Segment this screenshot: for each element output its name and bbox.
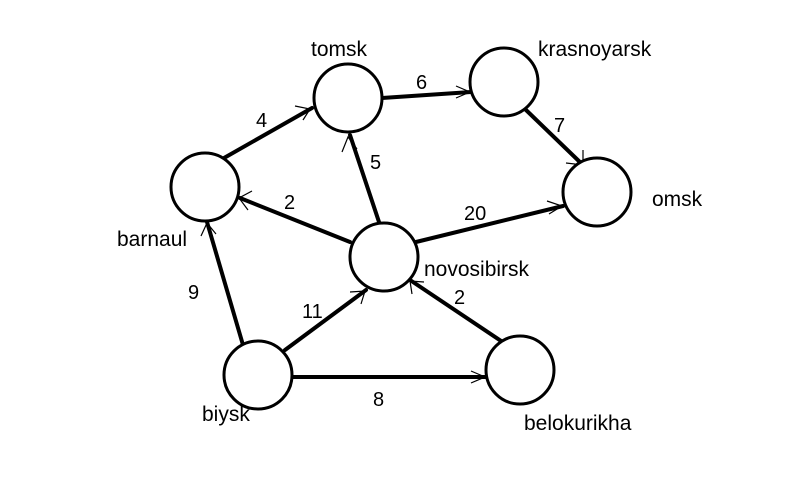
arrowhead-omsk-from-novosibirsk	[546, 200, 564, 215]
node-novosibirsk	[348, 221, 420, 293]
arrowhead-tomsk-from-novosibirsk	[341, 135, 358, 153]
node-belokurikha	[484, 334, 556, 406]
edges-layer	[200, 85, 586, 384]
weight-krasnoyarsk-omsk: 7	[554, 115, 565, 137]
node-labels-layer: tomsk krasnoyarsk barnaul omsk novosibir…	[117, 38, 703, 435]
label-krasnoyarsk: krasnoyarsk	[538, 38, 652, 61]
node-biysk	[222, 339, 294, 411]
weight-novosibirsk-barnaul: 2	[284, 192, 295, 214]
node-barnaul	[169, 151, 241, 223]
weight-biysk-belokurikha: 8	[373, 389, 384, 411]
arrowhead-tomsk-from-barnaul	[294, 105, 311, 121]
arrowhead-barnaul-from-novosibirsk	[238, 190, 253, 211]
edge-weights-layer: 4 6 7 5 2 20 9 11 2 8	[188, 72, 565, 411]
edge-novosibirsk-barnaul	[238, 196, 352, 244]
node-tomsk	[312, 62, 384, 134]
nodes-layer	[169, 46, 633, 411]
label-novosibirsk: novosibirsk	[424, 258, 530, 281]
edge-biysk-barnaul	[205, 220, 245, 347]
edge-belokurikha-novosibirsk	[408, 278, 512, 349]
weight-belokurikha-novosibirsk: 2	[454, 287, 465, 309]
edge-barnaul-tomsk	[222, 106, 314, 160]
edge-novosibirsk-tomsk	[348, 133, 382, 227]
arrowhead-barnaul-from-biysk	[200, 221, 217, 237]
weight-tomsk-krasnoyarsk: 6	[416, 72, 427, 94]
label-belokurikha: belokurikha	[524, 412, 632, 435]
weight-biysk-novosibirsk: 11	[302, 301, 323, 323]
arrowhead-novosibirsk-from-biysk	[349, 290, 366, 305]
weight-biysk-barnaul: 9	[188, 282, 199, 304]
edge-krasnoyarsk-omsk	[524, 108, 586, 168]
label-barnaul: barnaul	[117, 228, 187, 251]
edge-novosibirsk-omsk	[414, 204, 565, 244]
label-biysk: biysk	[202, 403, 250, 426]
edge-biysk-novosibirsk	[283, 288, 368, 352]
node-krasnoyarsk	[468, 46, 540, 118]
weight-barnaul-tomsk: 4	[256, 110, 267, 132]
arrowhead-belokurikha-from-biysk	[470, 370, 487, 384]
label-tomsk: tomsk	[311, 38, 368, 61]
label-omsk: omsk	[652, 188, 703, 211]
weight-novosibirsk-tomsk: 5	[370, 152, 381, 174]
edge-tomsk-krasnoyarsk	[380, 90, 473, 100]
weight-novosibirsk-omsk: 20	[464, 203, 486, 225]
node-omsk	[561, 156, 633, 228]
